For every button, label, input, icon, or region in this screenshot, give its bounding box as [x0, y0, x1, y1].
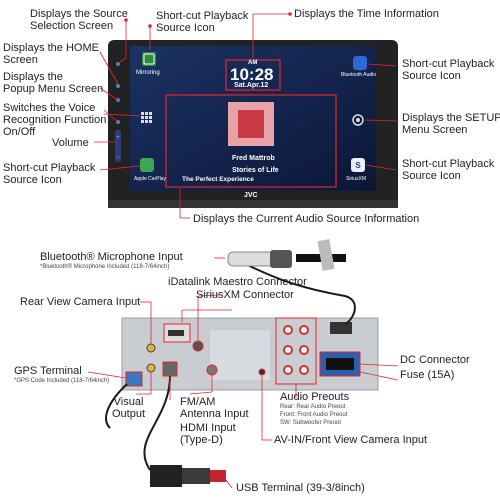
visual-output-jack[interactable] — [146, 363, 156, 373]
home-button[interactable] — [116, 84, 120, 88]
artist-name: Fred Mattrob — [232, 155, 275, 162]
label-audio-preouts: Audio Preouts — [280, 391, 350, 403]
label-volume: Volume — [52, 137, 89, 149]
carplay-icon[interactable] — [140, 158, 154, 172]
label-shortcut-left-bottom: Short-cut Playback Source Icon — [3, 162, 96, 186]
label-hdmi: HDMI Input (Type-D) — [180, 422, 236, 446]
svg-text:−: − — [116, 155, 120, 161]
source-button[interactable] — [116, 62, 120, 66]
svg-text:S: S — [355, 161, 361, 170]
audio-callout-box — [165, 94, 337, 188]
bluetooth-audio-icon[interactable] — [353, 56, 367, 70]
label-voice-recognition: Switches the Voice Recognition Function … — [3, 102, 107, 138]
preout-jacks[interactable] — [283, 325, 309, 375]
siriusxm-icon[interactable] — [351, 158, 365, 172]
usb-plug — [150, 465, 182, 487]
label-idatalink: iDatalink Maestro Connector — [168, 276, 307, 288]
svg-text:+: + — [116, 135, 120, 141]
label-source-screen: Displays the Source Selection Screen — [30, 8, 128, 32]
album-name: Stories of Life — [232, 167, 279, 174]
label-bt-mic-note: *Bluetooth® Microphone Included (118-7/6… — [40, 264, 170, 270]
label-siriusxm-conn: SiriusXM Connector — [196, 289, 294, 301]
label-setup-menu: Displays the SETUP Menu Screen — [402, 112, 500, 136]
label-preout-front: Front: Front Audio Preout — [280, 412, 348, 418]
clock-date: Sat.Apr.12 — [234, 82, 269, 89]
label-dc-connector: DC Connector — [400, 354, 470, 366]
track-name: The Perfect Experience — [182, 176, 254, 183]
label-gps: GPS Terminal — [14, 365, 82, 377]
label-fuse: Fuse (15A) — [400, 369, 455, 381]
label-home-screen: Displays the HOME Screen — [3, 42, 99, 66]
label-preout-rear: Rear: Rear Audio Preout — [280, 404, 346, 410]
rear-camera-jack[interactable] — [146, 343, 156, 353]
label-fm-am: FM/AM Antenna Input — [180, 396, 249, 420]
brand-logo: JVC — [244, 192, 258, 199]
label-time-info: Displays the Time Information — [294, 8, 439, 20]
siriusxm-label: SiriusXM — [346, 176, 367, 182]
setup-gear-icon[interactable] — [352, 114, 364, 126]
label-rear-camera: Rear View Camera Input — [20, 296, 141, 308]
volume-buttons[interactable] — [115, 130, 121, 162]
label-popup-menu: Displays the Popup Menu Screen — [3, 71, 104, 95]
label-visual-output: Visual Output — [112, 396, 146, 420]
time-callout-box — [225, 59, 281, 91]
label-shortcut-top: Short-cut Playback Source Icon — [156, 10, 249, 34]
label-shortcut-right-top: Short-cut Playback Source Icon — [402, 58, 495, 82]
label-shortcut-right-bottom: Short-cut Playback Source Icon — [402, 158, 495, 182]
label-av-in: AV-IN/Front View Camera Input — [274, 434, 428, 446]
av-in-jack[interactable] — [258, 368, 266, 376]
bt-mic-connector[interactable] — [330, 322, 352, 334]
bluetooth-audio-label: Bluetooth Audio — [341, 72, 377, 78]
hdmi-port[interactable] — [162, 361, 178, 377]
label-bt-mic: Bluetooth® Microphone Input — [40, 251, 183, 263]
carplay-label: Apple CarPlay — [134, 176, 166, 182]
label-gps-note: *GPS Code Included (118-7/64inch) — [14, 378, 110, 384]
gps-connector[interactable] — [125, 371, 143, 387]
cables — [105, 257, 356, 471]
bt-mic-plug — [227, 251, 277, 267]
siriusxm-connector[interactable] — [192, 340, 204, 352]
grid-menu-icon[interactable] — [141, 112, 152, 123]
fm-am-antenna-port[interactable] — [206, 364, 218, 376]
clock-time: 10:28 — [230, 65, 274, 84]
mirroring-icon[interactable] — [142, 52, 156, 66]
label-current-audio: Displays the Current Audio Source Inform… — [193, 213, 420, 225]
ampm-label: AM — [248, 60, 258, 66]
mirroring-label: Mirroring — [136, 70, 160, 76]
label-preout-sw: SW: Subwoofer Preout — [280, 420, 341, 426]
label-usb: USB Terminal (39-3/8inch) — [236, 482, 365, 494]
